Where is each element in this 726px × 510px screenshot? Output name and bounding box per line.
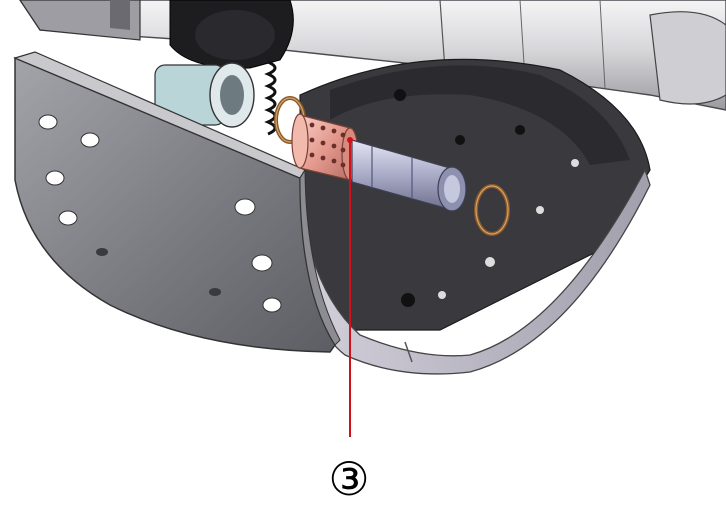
- brake-shoe-rim: [289, 168, 651, 375]
- seal-ring-right: [474, 184, 510, 236]
- callout-number-label: ③: [328, 452, 370, 506]
- hub-housing: [169, 0, 294, 69]
- return-spring: [264, 60, 277, 136]
- roller-cylinder: [154, 62, 255, 128]
- brake-shoe-web: [299, 58, 651, 331]
- anchor-pin: [351, 139, 467, 212]
- brake-lining: [13, 51, 341, 353]
- callout-leader: [347, 137, 353, 437]
